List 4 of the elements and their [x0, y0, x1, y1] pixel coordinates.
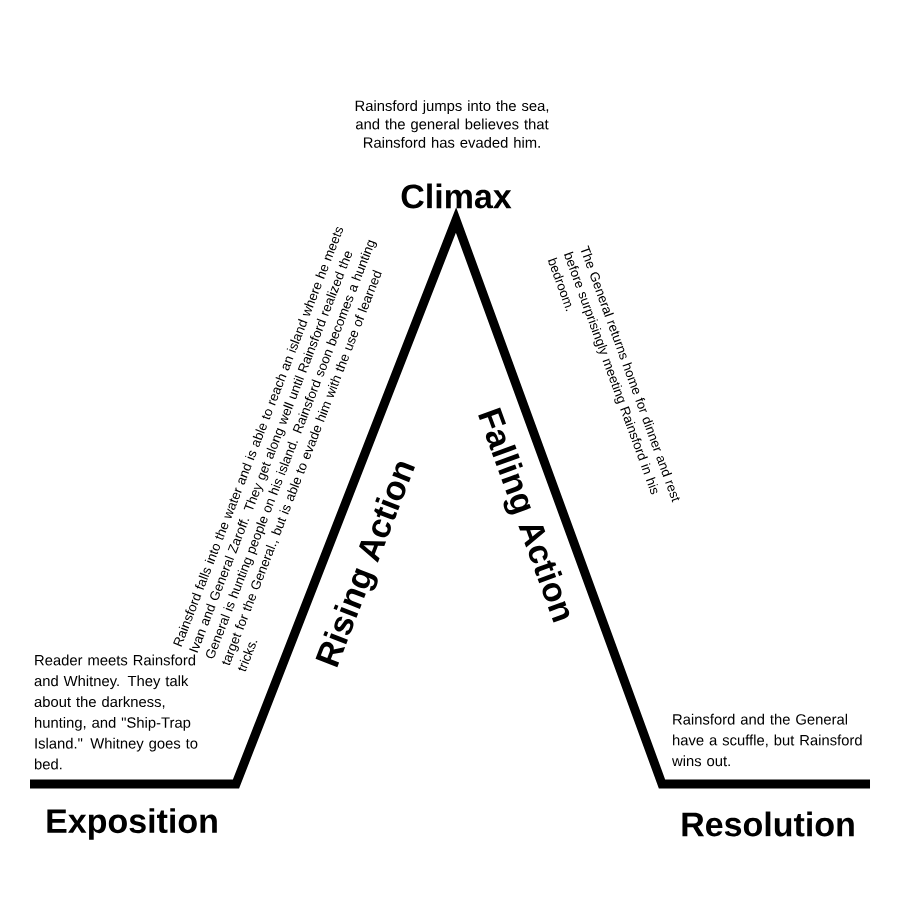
stage-heading: Falling Action — [478, 407, 570, 623]
stage-heading: Exposition — [47, 808, 217, 840]
stage-heading: Resolution — [682, 811, 854, 837]
stage-heading: Climax — [401, 183, 512, 209]
